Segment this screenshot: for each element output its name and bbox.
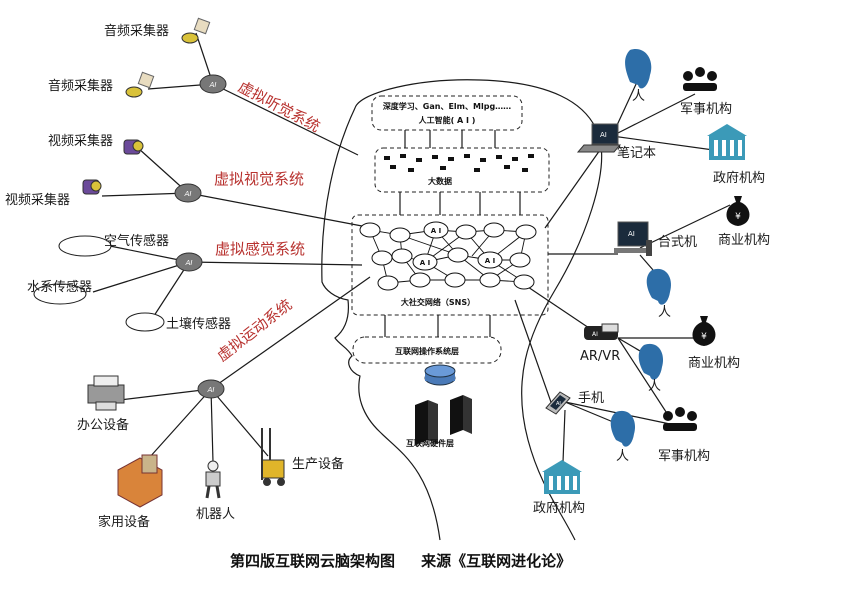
production-device-label: 生产设备 [292, 456, 344, 472]
phone-icon: AI [545, 391, 571, 415]
hub-motion: AI [197, 379, 225, 399]
hub-sense: AI [175, 252, 203, 272]
person-label-3: 人 [648, 379, 661, 394]
svg-text:AI: AI [592, 331, 598, 338]
forklift-icon [261, 428, 285, 486]
water-sensor-label: 水系传感器 [27, 279, 92, 295]
person-icon-2 [646, 268, 672, 305]
right-connections [514, 81, 731, 463]
left-connections [92, 32, 371, 469]
printer-icon [87, 375, 125, 411]
virtual-vision-label: 虚拟视觉系统 [214, 170, 304, 188]
military-icon-2 [663, 407, 697, 431]
sns-label: 大社交网络（SNS） [401, 297, 475, 307]
laptop-icon: AI [576, 123, 622, 153]
business-label-2: 商业机构 [688, 356, 740, 371]
phone-label: 手机 [578, 391, 604, 406]
sns-nodes [359, 221, 537, 291]
money-bag-icon-1: ¥ [726, 196, 750, 226]
vr-headset-icon: AI [584, 323, 619, 340]
ai-label: 人工智能( A I ) [419, 115, 476, 125]
government-building-icon-1 [707, 124, 747, 160]
bigdata-blocks [384, 154, 534, 172]
video-collector-icon-2 [82, 179, 102, 195]
bigdata-label: 大数据 [428, 176, 452, 186]
hardware-label: 互联网硬件层 [406, 438, 454, 448]
virtual-hearing-label: 虚拟听觉系统 [235, 78, 323, 136]
hub-hearing: AI [199, 74, 227, 94]
svg-text:AI: AI [185, 259, 193, 267]
svg-text:¥: ¥ [701, 332, 707, 342]
sns-layer-box [351, 214, 549, 316]
svg-text:AI: AI [556, 401, 561, 407]
video-collector-icon [123, 139, 144, 155]
government-label-1: 政府机构 [713, 171, 765, 186]
money-bag-icon-2: ¥ [692, 316, 716, 346]
government-label-2: 政府机构 [533, 501, 585, 516]
audio-collector-2-label: 音频采集器 [48, 78, 113, 94]
person-label-4: 人 [616, 449, 629, 464]
home-device-label: 家用设备 [98, 514, 150, 530]
person-icon-4 [610, 410, 636, 447]
arvr-label: AR/VR [580, 349, 620, 364]
person-icon-3 [638, 343, 664, 380]
robot-label: 机器人 [196, 507, 235, 522]
video-collector-2-label: 视频采集器 [5, 192, 70, 208]
audio-collector-1-label: 音频采集器 [104, 23, 169, 39]
sns-ai-node-2: A I [420, 259, 430, 267]
desktop-label: 台式机 [658, 235, 697, 250]
svg-text:AI: AI [628, 230, 635, 238]
office-device-label: 办公设备 [77, 417, 129, 433]
audio-collector-icon-2 [125, 71, 155, 98]
virtual-sense-label: 虚拟感觉系统 [215, 240, 305, 258]
svg-text:AI: AI [209, 81, 217, 89]
svg-text:AI: AI [207, 386, 215, 394]
server-icon [415, 395, 472, 445]
desktop-icon: AI [614, 221, 652, 256]
sns-ai-node-1: A I [431, 227, 441, 235]
robot-icon [205, 460, 221, 499]
sns-os-connectors [384, 315, 491, 337]
military-label-2: 军事机构 [658, 449, 710, 464]
hub-vision: AI [174, 183, 202, 203]
svg-text:AI: AI [184, 190, 192, 198]
svg-text:AI: AI [600, 131, 607, 139]
router-icon [424, 364, 456, 386]
sensor-nodes [33, 235, 165, 332]
air-sensor-label: 空气传感器 [104, 233, 169, 249]
ai-layer-box [371, 95, 523, 131]
os-layer-box [352, 336, 502, 364]
ai-bigdata-connectors [404, 130, 496, 148]
bigdata-layer-box [374, 147, 550, 193]
video-collector-1-label: 视频采集器 [48, 133, 113, 149]
laptop-label: 笔记本 [617, 145, 656, 161]
soil-sensor-label: 土壤传感器 [166, 316, 231, 332]
government-building-icon-2 [542, 460, 582, 494]
audio-collector-icon [181, 17, 211, 44]
head-outline [321, 79, 603, 541]
business-label-1: 商业机构 [718, 233, 770, 248]
sns-ai-node-3: A I [485, 257, 495, 265]
person-label-2: 人 [658, 305, 671, 320]
figure-caption: 第四版互联网云脑架构图 来源《互联网进化论》 [230, 552, 571, 570]
svg-text:¥: ¥ [735, 212, 741, 222]
bigdata-sns-connectors [399, 192, 521, 215]
person-icon-1 [625, 49, 652, 89]
os-label: 互联网操作系统层 [395, 346, 459, 356]
ai-methods-label: 深度学习、Gan、Elm、Mlpg…… [383, 101, 511, 111]
person-label-1: 人 [632, 89, 645, 104]
military-label-1: 军事机构 [680, 102, 732, 117]
home-appliance-icon [117, 454, 163, 508]
military-icon-1 [683, 67, 717, 91]
